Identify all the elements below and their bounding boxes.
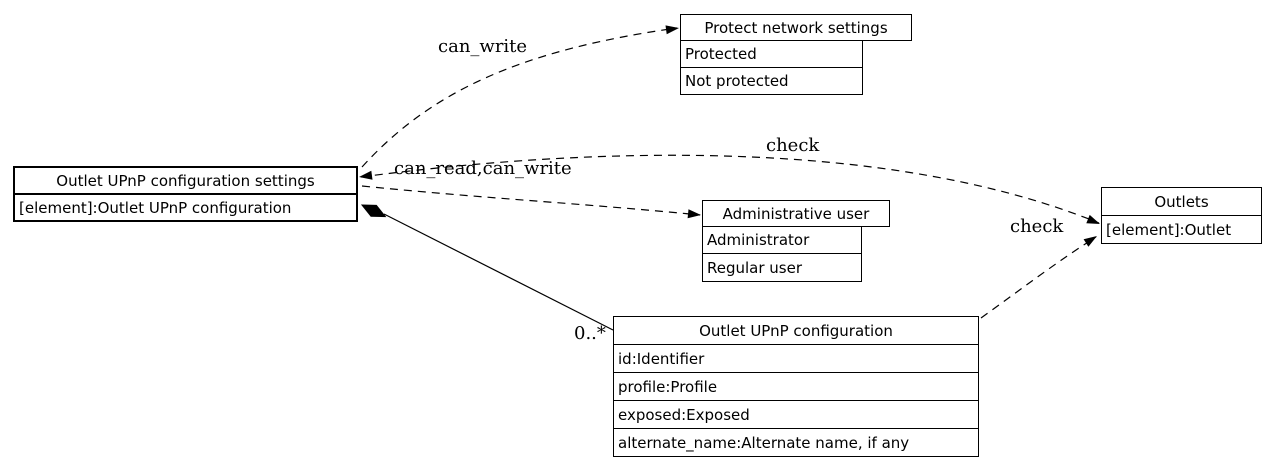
edge-can-read-can-write [361, 185, 701, 216]
node-upnp-config-row-exposed: exposed:Exposed [613, 401, 979, 429]
node-upnp-config-title: Outlet UPnP configuration [613, 316, 979, 345]
composition-diamond-icon [360, 204, 387, 218]
node-settings-row-element: [element]:Outlet UPnP configuration [13, 195, 358, 222]
edge-composition [383, 213, 614, 331]
edge-check-config-outlets [980, 236, 1097, 319]
edge-label-can-read-can-write: can_read,can_write [394, 158, 572, 179]
arrowhead-can-read-can-write [687, 209, 701, 219]
node-protect-row-not-protected: Not protected [680, 68, 863, 95]
arrowhead-check-at-settings [359, 170, 373, 180]
arrowhead-can-write [665, 25, 679, 35]
node-admin-user-row-administrator: Administrator [702, 227, 862, 254]
node-protect-title: Protect network settings [680, 14, 912, 41]
edge-label-check-config-outlets: check [1010, 216, 1064, 237]
edge-check-settings-outlets [360, 154, 1100, 224]
arrowhead-check-config-outlets [1083, 236, 1097, 247]
node-protect-row-protected: Protected [680, 41, 863, 68]
node-outlets-title: Outlets [1101, 187, 1262, 216]
node-admin-user-title: Administrative user [702, 200, 890, 227]
edge-label-can-write: can_write [438, 36, 528, 57]
node-upnp-config-row-id: id:Identifier [613, 345, 979, 373]
edge-label-check-settings-outlets: check [766, 135, 820, 156]
node-settings-title: Outlet UPnP configuration settings [13, 166, 358, 195]
edge-can-write [361, 27, 678, 168]
node-upnp-config-row-profile: profile:Profile [613, 373, 979, 401]
node-outlets-row-element: [element]:Outlet [1101, 216, 1262, 244]
node-upnp-config-row-alternate-name: alternate_name:Alternate name, if any [613, 429, 979, 457]
edge-label-multiplicity: 0..* [574, 323, 606, 344]
arrowhead-check-at-outlets [1086, 214, 1100, 224]
node-admin-user-row-regular-user: Regular user [702, 254, 862, 282]
